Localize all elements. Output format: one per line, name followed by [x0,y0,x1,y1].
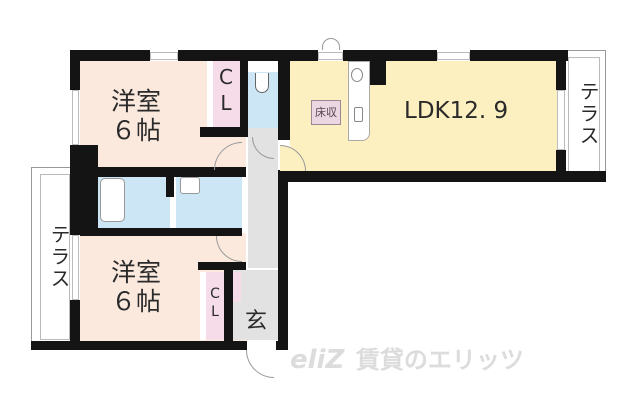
wall-ldk-bottom [288,171,606,182]
terrace-right: テラス [564,50,606,178]
window-ldk-top [437,52,470,60]
terrace-right-label: テラス [576,81,600,147]
wall-ldk-right-top [556,50,566,90]
washbasin-icon [180,177,200,194]
wall-toilet-right [278,50,290,140]
wall-top-left [70,50,150,61]
wall-bath-bottom [80,228,242,236]
window-lower-room-left [72,235,79,300]
wall-left-lower [70,300,80,348]
wall-hallway-right [278,170,288,350]
watermark-text: 賃貸のエリッツ [355,346,524,374]
kitchen-wall [370,61,386,85]
wall-toilet-left [240,61,248,137]
wall-ldk-right-bottom [556,150,566,180]
wall-left-mid [70,145,98,235]
entrance-label: 玄 [244,309,267,334]
wall-top-mid [178,50,318,61]
window-upper-room-top [150,52,178,60]
wall-bath-divider [166,177,174,197]
closet-lower [200,272,224,340]
western-room-upper-label: 洋室 ６帖 [110,87,161,145]
terrace-left: テラス [31,167,73,345]
watermark-logo: eliZ [290,345,345,375]
ldk-label: LDK12. 9 [404,98,509,124]
wall-top-right [343,50,437,61]
western-room-lower-label: 洋室 ６帖 [110,258,161,316]
wall-closet-lower-right [224,262,233,342]
wall-top-right2 [470,50,568,61]
window-kitchen-top [318,52,343,60]
closet-upper-label: C L [219,65,233,115]
window-upper-room-left [72,90,79,145]
stove-icon [351,68,363,82]
closet-upper [207,61,240,127]
terrace-left-label: テラス [47,224,71,290]
shoe-storage [233,272,241,302]
sink-icon [354,107,363,122]
door-entrance [246,350,274,378]
floor-storage: 床収 [311,100,341,125]
window-ldk-right [557,90,565,150]
wall-mid-horizontal [80,167,246,177]
bathtub-icon [100,178,125,222]
door-kitchen-exterior [322,38,340,50]
wall-left-upper [70,50,80,90]
toilet-fixture-icon [255,73,269,93]
wall-closet-upper-bottom [200,127,248,137]
closet-lower-label: C L [210,286,220,320]
wall-bottom [31,341,247,350]
watermark: eliZ 賃貸のエリッツ [290,340,590,376]
wall-closet-lower-top [198,262,246,270]
